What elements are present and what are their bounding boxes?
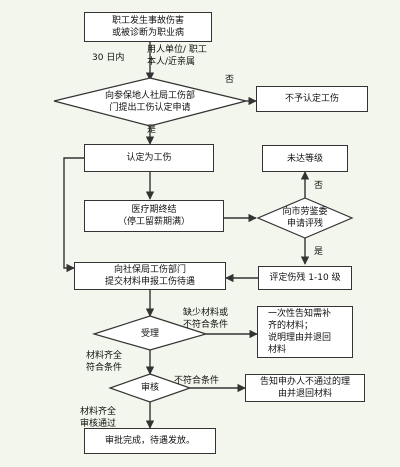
committee-decision [256, 197, 354, 239]
committee-decision-text: 向市劳鉴委 申请评残 [264, 206, 346, 230]
applicants-line-2: 本人/近亲属 [147, 57, 196, 67]
submit-line-2: 提交材料申报工伤待遇 [104, 277, 195, 287]
passed-line-1: 材料齐全 [80, 407, 117, 417]
notify-line-3: 说明理由并退回 [268, 333, 332, 343]
recognized-node: 认定为工伤 [84, 144, 214, 172]
treatment-end-node: 医疗期终结 （停工留薪期满） [84, 200, 224, 232]
review-decision [108, 373, 192, 403]
complete-line-1: 材料齐全 [86, 351, 123, 361]
missing-line-1: 缺少材料或 [183, 308, 229, 318]
review-passed-label: 材料齐全 审核通过 [80, 406, 116, 430]
disability-grade-node: 评定伤残 1-10 级 [258, 266, 352, 290]
submit-line-1: 向社保局工伤部门 [113, 265, 186, 275]
apply-decision [53, 77, 247, 127]
no-label-grading: 否 [314, 181, 324, 191]
not-recognized-node: 不予认定工伤 [256, 86, 368, 112]
complete-line-2: 符合条件 [86, 363, 123, 373]
not-graded-node: 未达等级 [262, 145, 348, 172]
arrow-recognized-to-submit [63, 157, 84, 273]
disability-grade-label: 评定伤残 1-10 级 [269, 273, 341, 283]
done-node: 审批完成，待遇发放。 [84, 428, 216, 454]
injury-line-2: 或被诊断为职业病 [111, 28, 184, 38]
accept-label: 受理 [140, 329, 159, 339]
no-label-recognition: 否 [225, 75, 235, 85]
treatment-line-1: 医疗期终结 [131, 205, 177, 215]
reject-line-2: 由并退回材料 [277, 389, 332, 399]
injury-node: 职工发生事故伤害或被诊断为职业病 [84, 12, 212, 42]
committee-line-2: 申请评残 [286, 219, 323, 229]
complete-materials-label: 材料齐全 符合条件 [86, 350, 122, 374]
unqualified-label: 不符合条件 [174, 376, 220, 386]
reject-node: 告知申办人不通过的理由并退回材料 [245, 374, 365, 402]
done-label: 审批完成，待遇发放。 [104, 436, 195, 446]
apply-line-1: 向参保地人社局工伤部 [104, 91, 195, 101]
treatment-line-2: （停工留薪期满） [117, 217, 190, 227]
yes-label-grading: 是 [314, 247, 324, 257]
notify-line-2: 齐的材料； [268, 321, 314, 331]
notify-line-4: 材料 [268, 345, 287, 355]
not-graded-label: 未达等级 [286, 153, 323, 164]
passed-line-2: 审核通过 [80, 419, 117, 429]
committee-line-1: 向市劳鉴委 [282, 207, 328, 217]
injury-line-1: 职工发生事故伤害 [111, 16, 184, 26]
notify-node: 一次性告知需补 齐的材料； 说明理由并退回 材料 [257, 306, 353, 358]
reject-line-1: 告知申办人不通过的理 [259, 377, 350, 387]
notify-line-1: 一次性告知需补 [268, 309, 332, 319]
missing-materials-label: 缺少材料或 不符合条件 [183, 307, 228, 331]
accept-decision [91, 315, 209, 351]
submit-materials-node: 向社保局工伤部门提交材料申报工伤待遇 [74, 262, 226, 290]
apply-decision-text: 向参保地人社局工伤部 门提出工伤认定申请 [60, 90, 240, 114]
applicants-line-1: 用人单位/ 职工 [147, 45, 207, 55]
within-30-days-label: 30 日内 [92, 53, 125, 63]
apply-line-2: 门提出工伤认定申请 [109, 103, 191, 113]
applicants-label: 用人单位/ 职工 本人/近亲属 [147, 44, 207, 68]
review-label: 审核 [140, 383, 159, 393]
recognized-label: 认定为工伤 [126, 153, 172, 163]
yes-label-recognition: 是 [147, 125, 157, 135]
missing-line-2: 不符合条件 [183, 320, 229, 330]
not-recognized-label: 不予认定工伤 [284, 94, 339, 104]
